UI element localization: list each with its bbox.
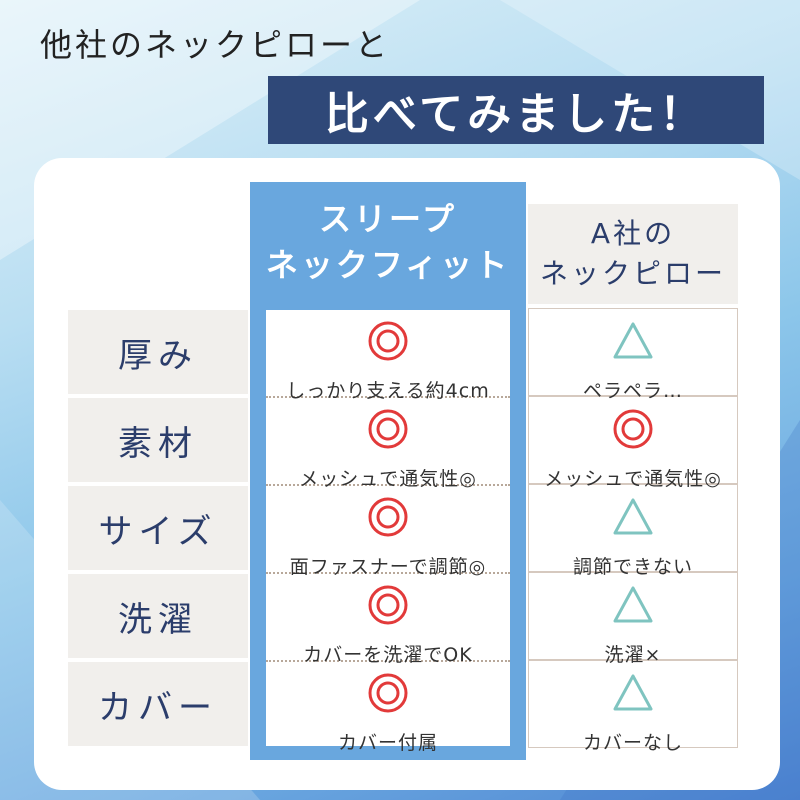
row-header-size: サイズ xyxy=(68,486,248,570)
our-cell-text: しっかり支える約4cm xyxy=(286,380,490,402)
row-divider xyxy=(266,660,510,662)
page-title: 比べてみました！ xyxy=(268,76,764,144)
our-cell-washing: カバーを洗濯でOK xyxy=(266,576,510,667)
our-cell-text: メッシュで通気性◎ xyxy=(299,468,477,490)
row-header-washing: 洗濯 xyxy=(68,574,248,658)
our-cell-thickness: しっかり支える約4cm xyxy=(266,312,510,403)
our-cell-text: 面ファスナーで調節◎ xyxy=(289,556,487,578)
our-product-header: スリープ ネックフィット xyxy=(250,182,526,302)
double-circle-icon xyxy=(367,320,409,362)
competitor-name-line2: ネックピロー xyxy=(539,257,726,290)
our-cell-size: 面ファスナーで調節◎ xyxy=(266,488,510,579)
competitor-name-line1: A社の xyxy=(590,217,676,250)
row-divider xyxy=(266,484,510,486)
competitor-cell-size: 調節できない xyxy=(528,488,738,579)
our-cell-text: カバーを洗濯でOK xyxy=(303,644,473,666)
competitor-cell-text: ペラペラ… xyxy=(582,380,683,402)
competitor-cell-thickness: ペラペラ… xyxy=(528,312,738,403)
row-header-thickness: 厚み xyxy=(68,310,248,394)
subtitle: 他社のネックピローと xyxy=(40,26,391,64)
double-circle-icon xyxy=(367,584,409,626)
double-circle-icon xyxy=(367,672,409,714)
double-circle-icon xyxy=(367,496,409,538)
competitor-cell-cover: カバーなし xyxy=(528,664,738,755)
competitor-cell-material: メッシュで通気性◎ xyxy=(528,400,738,491)
our-product-name-line2: ネックフィット xyxy=(265,246,511,284)
triangle-icon xyxy=(612,496,654,538)
triangle-icon xyxy=(612,320,654,362)
our-cell-material: メッシュで通気性◎ xyxy=(266,400,510,491)
our-product-name-line1: スリープ xyxy=(318,200,458,238)
competitor-cell-text: 洗濯× xyxy=(604,644,662,666)
row-divider xyxy=(266,396,510,398)
double-circle-icon xyxy=(612,408,654,450)
row-header-cover: カバー xyxy=(68,662,248,746)
competitor-header: A社の ネックピロー xyxy=(528,204,738,304)
our-product-column: スリープ ネックフィット xyxy=(250,182,526,760)
competitor-cell-washing: 洗濯× xyxy=(528,576,738,667)
competitor-cell-text: カバーなし xyxy=(582,732,683,754)
our-cell-cover: カバー付属 xyxy=(266,664,510,755)
triangle-icon xyxy=(612,672,654,714)
competitor-cell-text: 調節できない xyxy=(572,556,693,578)
competitor-cell-text: メッシュで通気性◎ xyxy=(544,468,722,490)
triangle-icon xyxy=(612,584,654,626)
double-circle-icon xyxy=(367,408,409,450)
row-header-material: 素材 xyxy=(68,398,248,482)
our-cell-text: カバー付属 xyxy=(337,732,438,754)
row-divider xyxy=(266,572,510,574)
